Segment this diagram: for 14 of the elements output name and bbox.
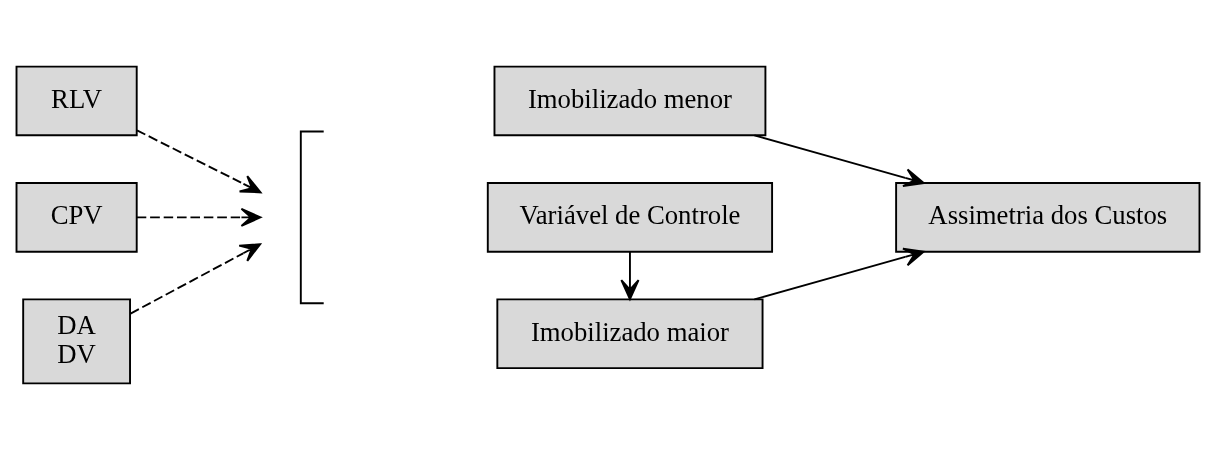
arrow bbox=[620, 250, 640, 301]
arrow bbox=[753, 247, 925, 301]
node-box: RLV bbox=[15, 65, 138, 137]
arrow bbox=[136, 207, 262, 227]
node-bracket bbox=[299, 130, 325, 305]
node-box: DA DV bbox=[22, 298, 131, 385]
node-box: CPV bbox=[15, 182, 138, 253]
arrow bbox=[753, 134, 925, 188]
arrow bbox=[129, 243, 262, 315]
arrow bbox=[136, 129, 262, 194]
node-box: Imobilizado maior bbox=[496, 298, 764, 370]
node-box: Variável de Controle bbox=[486, 182, 774, 253]
node-box: Imobilizado menor bbox=[493, 65, 767, 137]
node-box: Assimetria dos Custos bbox=[895, 182, 1201, 253]
